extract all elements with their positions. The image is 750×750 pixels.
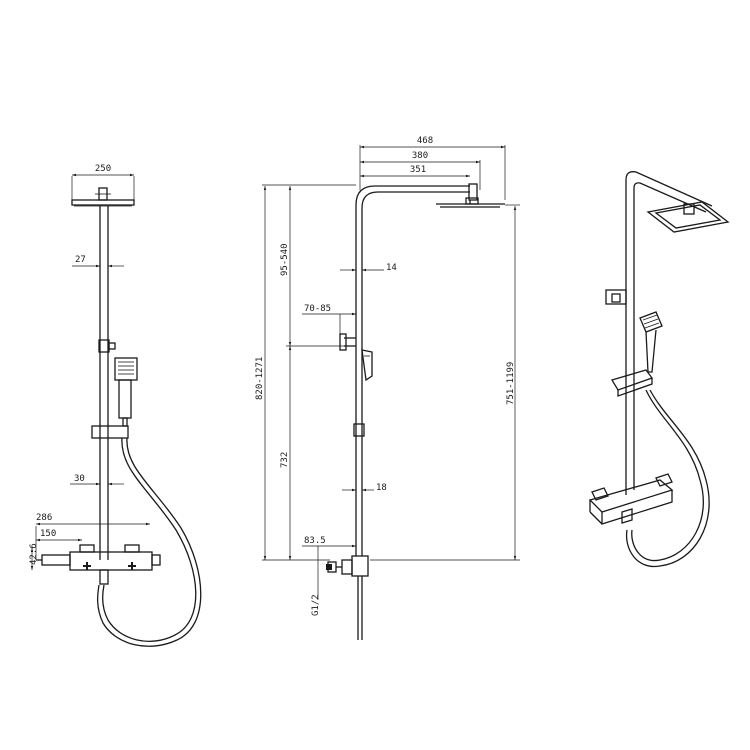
shower-hose-outer <box>96 437 202 647</box>
dim-upper-pipe: 14 <box>340 263 397 273</box>
thermostatic-valve <box>36 544 161 585</box>
shower-head-side <box>436 197 505 208</box>
dim-heights-left: 820-1271 95-540 732 <box>255 184 356 561</box>
perspective-hose <box>631 389 704 562</box>
dim-lower-pipe: 18 <box>342 483 387 493</box>
dim-valve-height: 42.6 <box>29 543 39 570</box>
dim-label-upper-pipe: 14 <box>386 263 397 273</box>
clamp-knob <box>108 342 116 350</box>
perspective-valve <box>588 473 674 525</box>
dim-pipe-dia: 27 <box>72 255 124 268</box>
valve-side <box>326 555 369 640</box>
shower-hose <box>101 437 197 642</box>
dim-label-height-right: 751-1199 <box>506 362 516 405</box>
dim-label-height-upper: 95-540 <box>280 243 290 276</box>
slider-bracket <box>91 425 129 439</box>
dim-label-height-lower: 732 <box>280 452 290 468</box>
riser-pipe <box>99 206 109 560</box>
dim-label-valve-centers: 150 <box>40 529 56 539</box>
dim-label-head-width: 250 <box>95 164 111 174</box>
dim-label-thread: G1/2 <box>311 594 321 616</box>
perspective-riser <box>625 171 713 495</box>
dim-arm-dia: 30 <box>70 474 124 486</box>
riser-with-arm <box>355 183 478 556</box>
perspective-slider <box>611 369 654 397</box>
hand-shower-holder <box>339 333 373 382</box>
side-view: 468 380 351 820-1271 95-540 <box>255 136 520 640</box>
dim-label-inlet-offset: 83.5 <box>304 536 326 546</box>
dim-inlet-offset: 83.5 <box>302 536 356 600</box>
dim-label-pipe-dia: 27 <box>75 255 86 265</box>
dim-reach: 468 380 351 <box>359 136 506 200</box>
front-view: 250 27 <box>29 164 202 647</box>
dim-label-overall-reach: 468 <box>417 136 433 146</box>
dim-label-arm-dia: 30 <box>74 474 85 484</box>
dim-label-lower-pipe: 18 <box>376 483 387 493</box>
dim-height-right: 751-1199 <box>370 204 520 561</box>
slider-side <box>353 423 365 437</box>
dim-valve-width: 286 150 <box>35 513 150 560</box>
dim-label-reach-mid: 380 <box>412 151 428 161</box>
hand-shower <box>114 357 138 427</box>
dim-label-valve-height: 42.6 <box>29 543 39 565</box>
dim-label-holder: 70-85 <box>304 304 331 314</box>
dim-label-valve-width: 286 <box>36 513 52 523</box>
dim-label-reach-inner: 351 <box>410 165 426 175</box>
dim-holder: 70-85 <box>302 304 356 346</box>
rain-shower-head <box>71 187 135 207</box>
dim-label-height-total: 820-1271 <box>255 357 265 400</box>
perspective-holder <box>605 289 627 305</box>
perspective-view <box>588 171 730 568</box>
dim-head-width: 250 <box>71 164 135 200</box>
perspective-hose-outer <box>625 389 710 568</box>
perspective-hand-shower <box>639 311 663 373</box>
perspective-head <box>646 201 730 233</box>
